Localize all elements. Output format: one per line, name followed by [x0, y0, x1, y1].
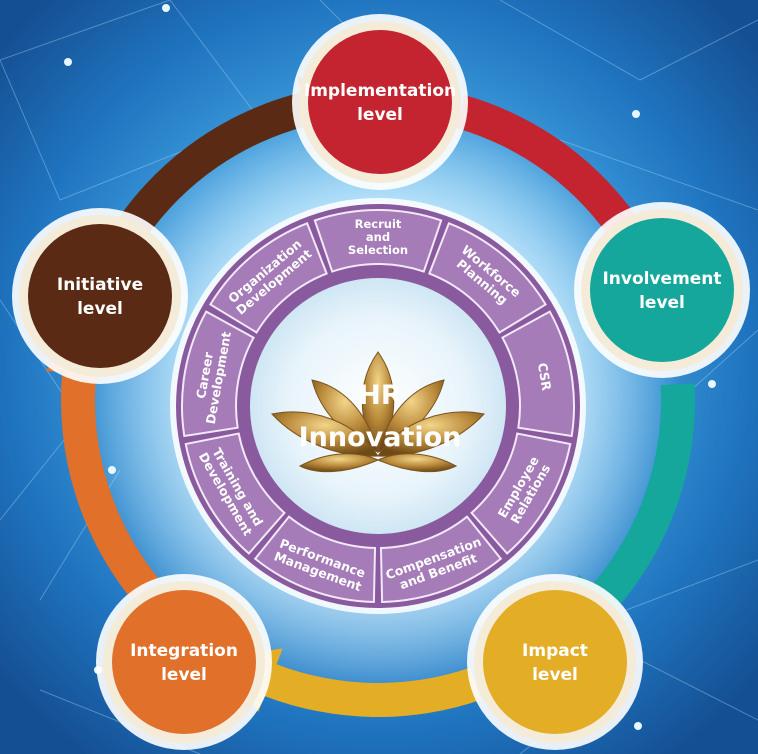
- level-label-line: Implementation: [304, 81, 456, 101]
- segment-compensation: [379, 515, 503, 603]
- level-nodes: ImplementationlevelInvolvementlevelImpac…: [12, 14, 750, 750]
- segment-text-line: Recruit: [355, 217, 402, 231]
- level-label-line: Involvement: [602, 269, 721, 289]
- arrow-integration: [45, 322, 159, 600]
- segment-organization: [208, 221, 328, 334]
- level-node-implementation: Implementation level: [292, 14, 468, 190]
- level-label-line: Impact: [522, 641, 588, 661]
- level-disc: [28, 224, 172, 368]
- level-label-line: level: [357, 105, 403, 125]
- level-label-line: Integration: [130, 641, 238, 661]
- level-label-line: level: [532, 665, 578, 685]
- level-label-line: level: [161, 665, 207, 685]
- segment-employee-relations: [470, 432, 572, 555]
- segment-csr: [501, 310, 575, 438]
- segment-text-line: and: [366, 230, 390, 244]
- center-title-line1: HR: [358, 380, 402, 411]
- lotus-icon: [271, 351, 485, 473]
- center-title-line2: Innovation: [299, 422, 462, 453]
- level-disc: [483, 590, 627, 734]
- level-node-initiative: Initiative level: [12, 208, 188, 384]
- level-node-involvement: Involvement level: [574, 202, 750, 378]
- arrow-implementation: [456, 95, 659, 283]
- segment-career: [181, 310, 255, 438]
- segment-text-line: Selection: [348, 243, 408, 257]
- level-disc: [112, 590, 256, 734]
- segment-text-line: CSR: [535, 362, 555, 393]
- level-label-line: level: [77, 299, 123, 319]
- arrow-involvement: [566, 383, 695, 634]
- level-disc: [590, 218, 734, 362]
- segment-performance: [253, 515, 377, 603]
- segment-recruit: [313, 209, 443, 273]
- segment-label-csr: CSR: [535, 362, 555, 393]
- level-node-impact: Impact level: [467, 574, 643, 750]
- segment-training: [184, 432, 286, 555]
- segment-workforce: [428, 221, 548, 334]
- level-disc: [308, 30, 452, 174]
- level-label-line: Initiative: [57, 275, 143, 295]
- level-label-line: level: [639, 293, 685, 313]
- arrow-impact: [223, 648, 482, 718]
- level-node-integration: Integration level: [96, 574, 272, 750]
